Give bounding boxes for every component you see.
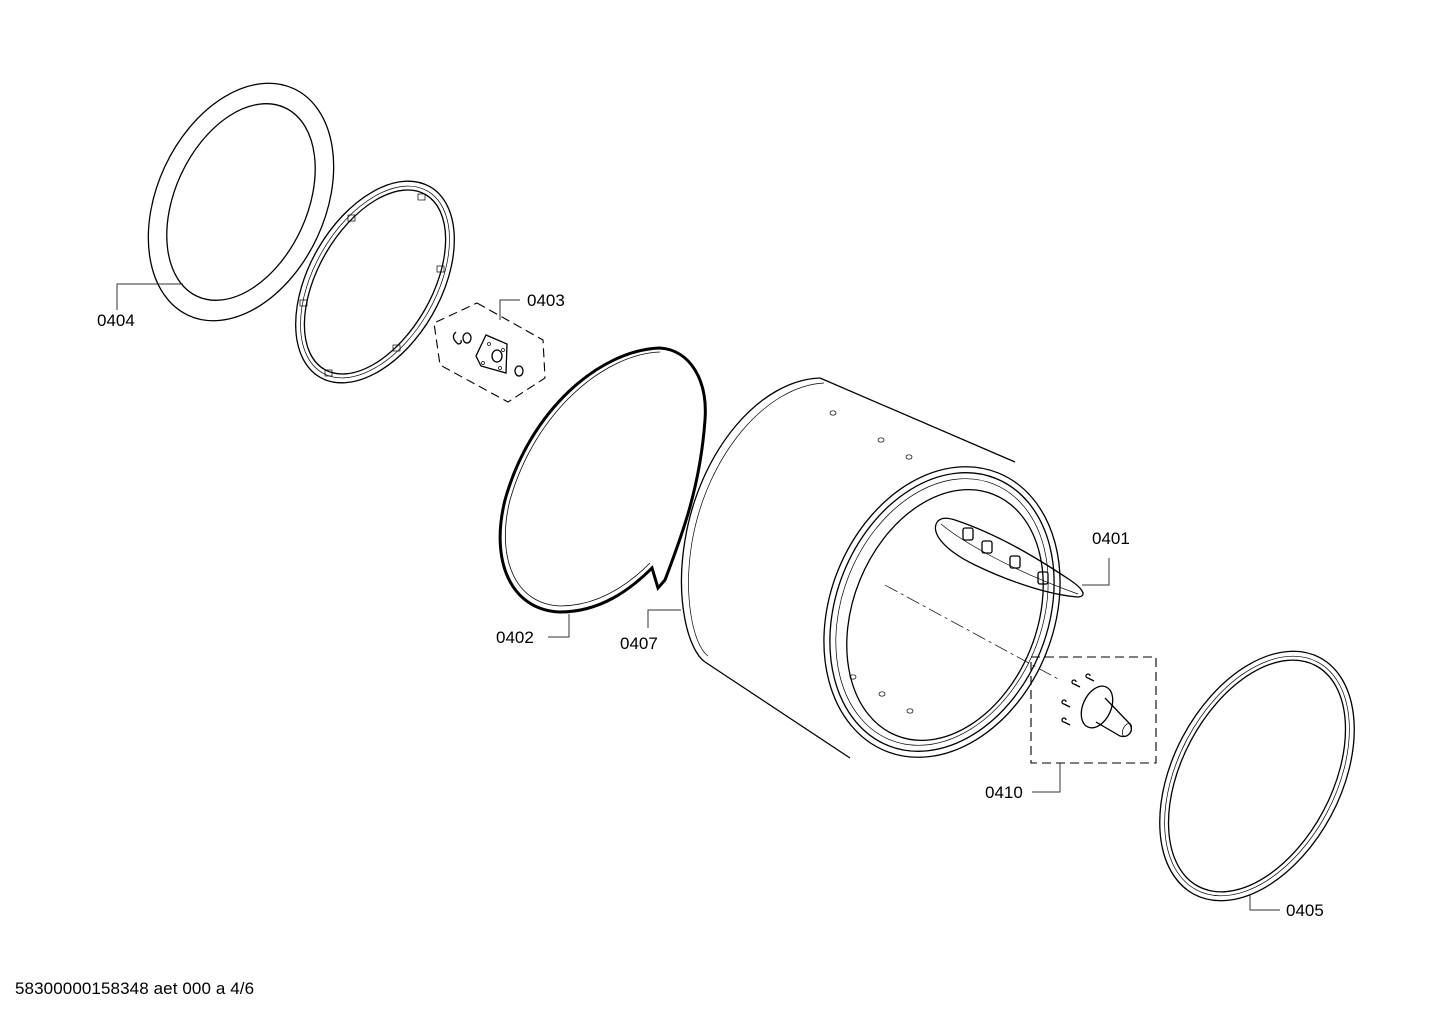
screws [1061,673,1095,726]
leader-0401 [1082,558,1110,586]
leader-0407 [647,609,681,628]
part-0402-seal-strip[interactable] [498,346,707,614]
leader-0404 [116,283,183,310]
drawing-reference-footer: 58300000158348 aet 000 a 4/6 [15,979,255,998]
part-0404-ring-gasket[interactable] [112,53,370,351]
leader-0403 [499,299,520,320]
label-0407[interactable]: 0407 [620,634,658,653]
axis-line [884,584,1061,681]
label-0410[interactable]: 0410 [985,783,1023,802]
leader-0405 [1249,895,1280,911]
part-0410-shaft-kit[interactable] [1030,656,1157,764]
part-0407-drum[interactable] [680,377,1103,793]
label-0404[interactable]: 0404 [97,311,135,330]
label-0402[interactable]: 0402 [496,628,534,647]
part-0403-bearing-kit[interactable] [433,302,546,403]
part-0401-lifter[interactable] [934,517,1084,598]
label-0401[interactable]: 0401 [1092,529,1130,548]
part-retaining-ring[interactable] [263,154,487,411]
part-0405-seal-ring[interactable] [1120,618,1394,934]
leader-0410 [1032,763,1061,793]
lifter-bosses [962,527,1049,585]
label-0405[interactable]: 0405 [1286,901,1324,920]
leader-0402 [548,614,570,638]
label-0403[interactable]: 0403 [527,291,565,310]
